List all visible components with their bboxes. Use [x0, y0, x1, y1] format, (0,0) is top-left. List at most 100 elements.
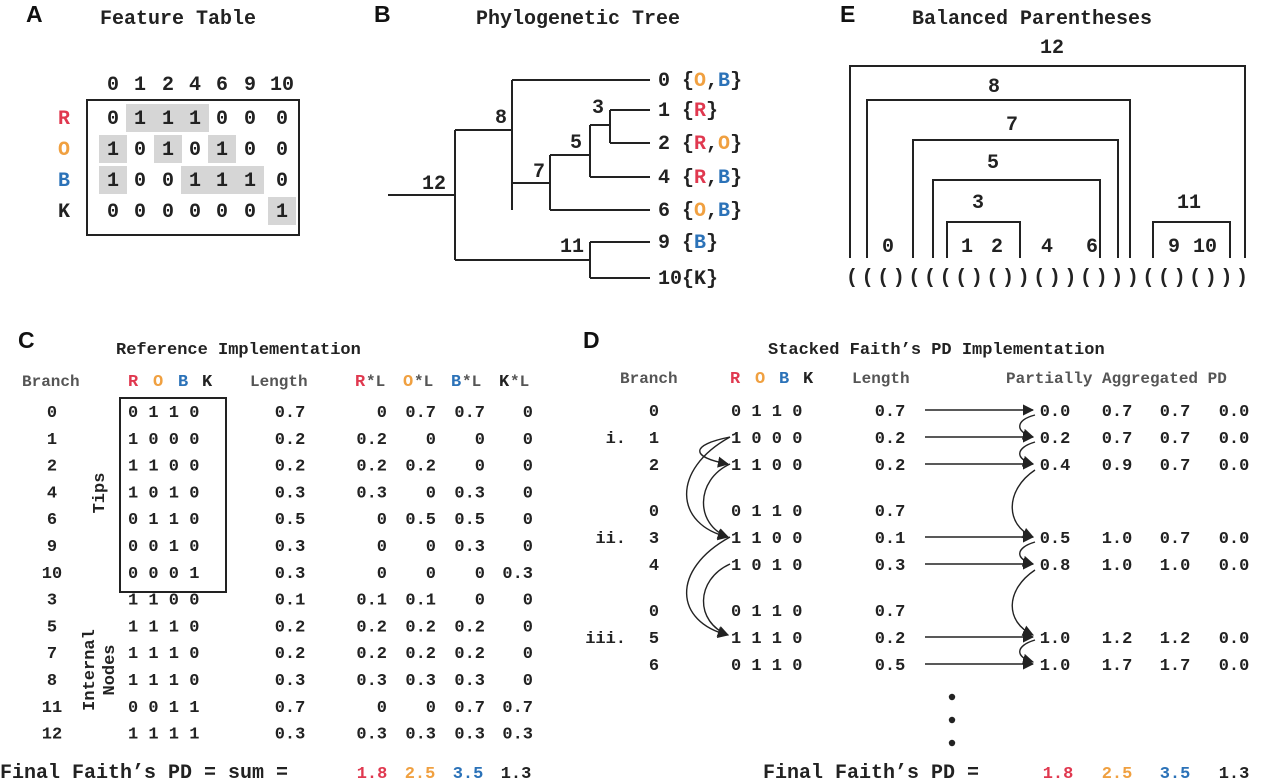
tree-node-labels: 12 8 3 5 7 11 — [422, 97, 604, 259]
ft-cell: 0 — [134, 201, 146, 224]
paren-label-5: 5 — [987, 152, 999, 175]
stack-pd: 0.7 — [1160, 430, 1191, 449]
stack-header-branch: Branch — [620, 370, 678, 388]
panel-c: C Reference Implementation Branch R O B … — [0, 327, 533, 781]
stack-pd: 0.0 — [1219, 630, 1250, 649]
ref-header-length: Length — [250, 373, 308, 391]
ref-final-R: 1.8 — [357, 765, 388, 781]
stack-bits: 1 1 0 0 — [731, 530, 802, 549]
stack-pd: 0.4 — [1040, 457, 1071, 476]
stack-length: 0.7 — [875, 403, 906, 422]
ref-branch: 5 — [47, 618, 57, 637]
ref-rl: 0.2 — [356, 458, 387, 477]
tree-tip-6: 6 {O,B} — [658, 200, 742, 223]
ft-cell: 0 — [107, 108, 119, 131]
ref-bits: 1 1 1 0 — [128, 672, 199, 691]
tree-tip-set-B: B — [718, 70, 730, 93]
ref-ol: 0 — [426, 538, 436, 557]
ref-kl: 0.3 — [502, 726, 533, 745]
stack-pd: 0.0 — [1219, 557, 1250, 576]
stack-pd: 0.7 — [1160, 530, 1191, 549]
ref-length: 0.1 — [275, 592, 306, 611]
stack-length: 0.2 — [875, 430, 906, 449]
ref-length: 0.3 — [275, 538, 306, 557]
panel-b-title: Phylogenetic Tree — [476, 8, 680, 31]
stack-pd: 0.7 — [1102, 403, 1133, 422]
tree-tip-set-B: B — [718, 200, 730, 223]
ref-header-r: R — [128, 373, 139, 392]
tree-node-7: 7 — [533, 161, 545, 184]
ref-rl: 0 — [377, 404, 387, 423]
ref-group-internal: Internal — [81, 629, 100, 711]
ref-rl: 0 — [377, 565, 387, 584]
ft-row-label-R: R — [58, 108, 70, 131]
tree-tip-id: 4 { — [658, 167, 694, 190]
ref-branch: 9 — [47, 538, 57, 557]
tree-tip-1: 1 {R} — [658, 100, 718, 123]
ft-highlight — [99, 166, 127, 194]
ref-header-ol: *L — [414, 373, 433, 391]
tree-tip-id: 9 { — [658, 232, 694, 255]
ref-ol: 0.1 — [405, 592, 436, 611]
tree-tip-4: 4 {R,B} — [658, 167, 742, 190]
tree-tip-close: } — [706, 232, 718, 255]
ref-ol: 0 — [426, 565, 436, 584]
ft-highlight — [268, 197, 296, 225]
stack-length: 0.7 — [875, 503, 906, 522]
stack-pd: 0.7 — [1102, 430, 1133, 449]
stack-bits: 1 0 0 0 — [731, 430, 802, 449]
ref-header-rl-letter: R — [355, 373, 366, 392]
ref-header-rl: *L — [366, 373, 385, 391]
ref-kl: 0 — [523, 404, 533, 423]
tree-tip-set-R: R — [694, 167, 706, 190]
ft-cell: 0 — [189, 201, 201, 224]
ft-cell: 1 — [134, 108, 146, 131]
ref-branch: 12 — [42, 726, 62, 745]
ref-length: 0.5 — [275, 511, 306, 530]
tree-tip-close: } — [730, 167, 742, 190]
stack-final-B: 3.5 — [1160, 765, 1191, 781]
ref-bl: 0.3 — [454, 538, 485, 557]
ft-highlight — [208, 135, 236, 163]
ref-bl: 0.2 — [454, 618, 485, 637]
ref-rl: 0.2 — [356, 645, 387, 664]
stack-length: 0.2 — [875, 457, 906, 476]
ref-ol: 0 — [426, 431, 436, 450]
ref-kl: 0 — [523, 511, 533, 530]
panel-e-title: Balanced Parentheses — [912, 8, 1152, 31]
tree-tip-set-B: B — [718, 167, 730, 190]
ref-branch: 6 — [47, 511, 57, 530]
ft-col-4: 4 — [189, 74, 201, 97]
stack-pd: 0.5 — [1040, 530, 1071, 549]
stack-pd: 0.0 — [1219, 657, 1250, 676]
ref-final-B: 3.5 — [453, 765, 484, 781]
tree-edges — [388, 79, 650, 279]
ref-bl: 0.3 — [454, 672, 485, 691]
ft-cell: 0 — [244, 139, 256, 162]
ft-row-label-O: O — [58, 139, 70, 162]
ft-cell: 1 — [216, 170, 228, 193]
ft-row-label-K: K — [58, 201, 70, 224]
ft-cell: 1 — [107, 139, 119, 162]
stack-branch: 4 — [649, 557, 659, 576]
ref-bits: 1 0 1 0 — [128, 484, 199, 503]
tree-tip-set-O: O — [718, 133, 730, 156]
ref-rl: 0.3 — [356, 726, 387, 745]
ref-ol: 0.3 — [405, 672, 436, 691]
stack-length: 0.7 — [875, 603, 906, 622]
ref-bits: 1 1 0 0 — [128, 592, 199, 611]
ref-group-tips: Tips — [91, 473, 110, 514]
ref-bits: 1 1 0 0 — [128, 458, 199, 477]
stack-header-o: O — [755, 370, 765, 389]
tree-tip-set-K: K — [694, 268, 706, 291]
stack-pd: 0.0 — [1219, 403, 1250, 422]
